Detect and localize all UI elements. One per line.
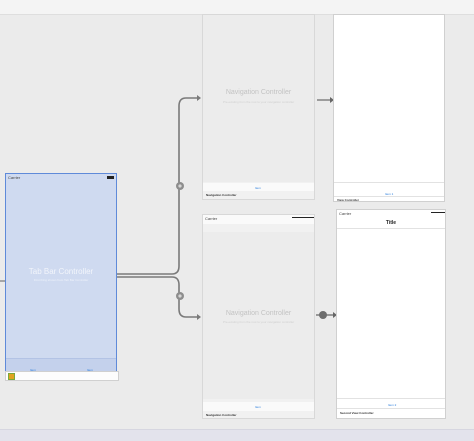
nav-controller-subtitle: Pre-existing from the root to your navig… [222,100,295,104]
tab-bar-controller-scene[interactable]: Carrier Tab Bar Controller First thing s… [5,173,119,381]
view-tab-item[interactable]: Item 2 [388,403,397,407]
nav-tab-bar: Item [203,402,314,411]
view-controller-top-scene[interactable]: Item 1 View Controller [333,14,445,202]
nav-controller-body [203,232,314,399]
nav-controller-subtitle: Pre-existing from the root to your navig… [222,320,295,324]
carrier-label: Carrier [339,211,352,216]
relationship-segue-icon-bottom-inner [178,294,182,298]
segue-arrow-head-top [197,95,201,101]
scene-caption: Navigation Controller [206,413,237,417]
navigation-controller-bottom-scene[interactable]: Carrier Navigation Controller Pre-existi… [202,214,315,419]
status-bar: Carrier [203,215,314,224]
scene-caption: Second View Controller [340,411,374,415]
caption-separator [334,196,444,197]
tab-bar[interactable]: Item Item [6,358,116,372]
tab-segue-trunk-lower [117,276,197,318]
nav-bar-separator [337,228,445,229]
scene-title: Tab Bar Controller [28,267,94,276]
status-bar: Carrier [6,174,116,181]
tab-bar-separator [337,398,445,399]
segue-arrow-head-bottom [197,314,201,320]
root-segue-top-head [330,97,334,103]
carrier-label: Carrier [8,175,21,180]
tab-segue-trunk [117,97,197,275]
tab-item-1[interactable]: Item [30,368,36,372]
nav-tab-item[interactable]: Item [255,405,261,409]
nav-tab-bar: Item [203,183,314,191]
navigation-controller-top-scene[interactable]: Navigation Controller Pre-existing from … [202,14,315,200]
tab-bar-separator [334,182,444,183]
root-segue-bottom-icon[interactable] [319,311,327,319]
canvas-bottom-bar [0,429,474,441]
battery-icon [107,175,114,179]
battery-icon [431,211,445,213]
battery-icon [292,216,314,218]
caption-separator [337,408,445,409]
tab-bar-controller-icon[interactable] [8,373,15,380]
navigation-bar-title: Title [385,220,397,226]
relationship-segue-icon-top-inner [178,184,182,188]
scene-dock[interactable] [5,371,119,381]
scene-subtitle: First thing shown from Tab Bar Controlle… [33,278,89,282]
scene-caption: Navigation Controller [206,193,237,197]
nav-tab-item[interactable]: Item [255,186,261,190]
nav-controller-title: Navigation Controller [225,310,292,317]
carrier-label: Carrier [205,216,218,221]
nav-controller-body [203,15,314,182]
tab-item-2[interactable]: Item [87,368,93,372]
view-controller-bottom-scene[interactable]: Carrier Title Item 2 Second View Control… [336,209,446,419]
root-segue-bottom-head [333,312,337,318]
scene-caption: View Controller [337,198,359,202]
view-tab-item[interactable]: Item 1 [385,192,394,196]
nav-controller-title: Navigation Controller [225,89,292,96]
status-bar: Carrier [337,210,445,217]
